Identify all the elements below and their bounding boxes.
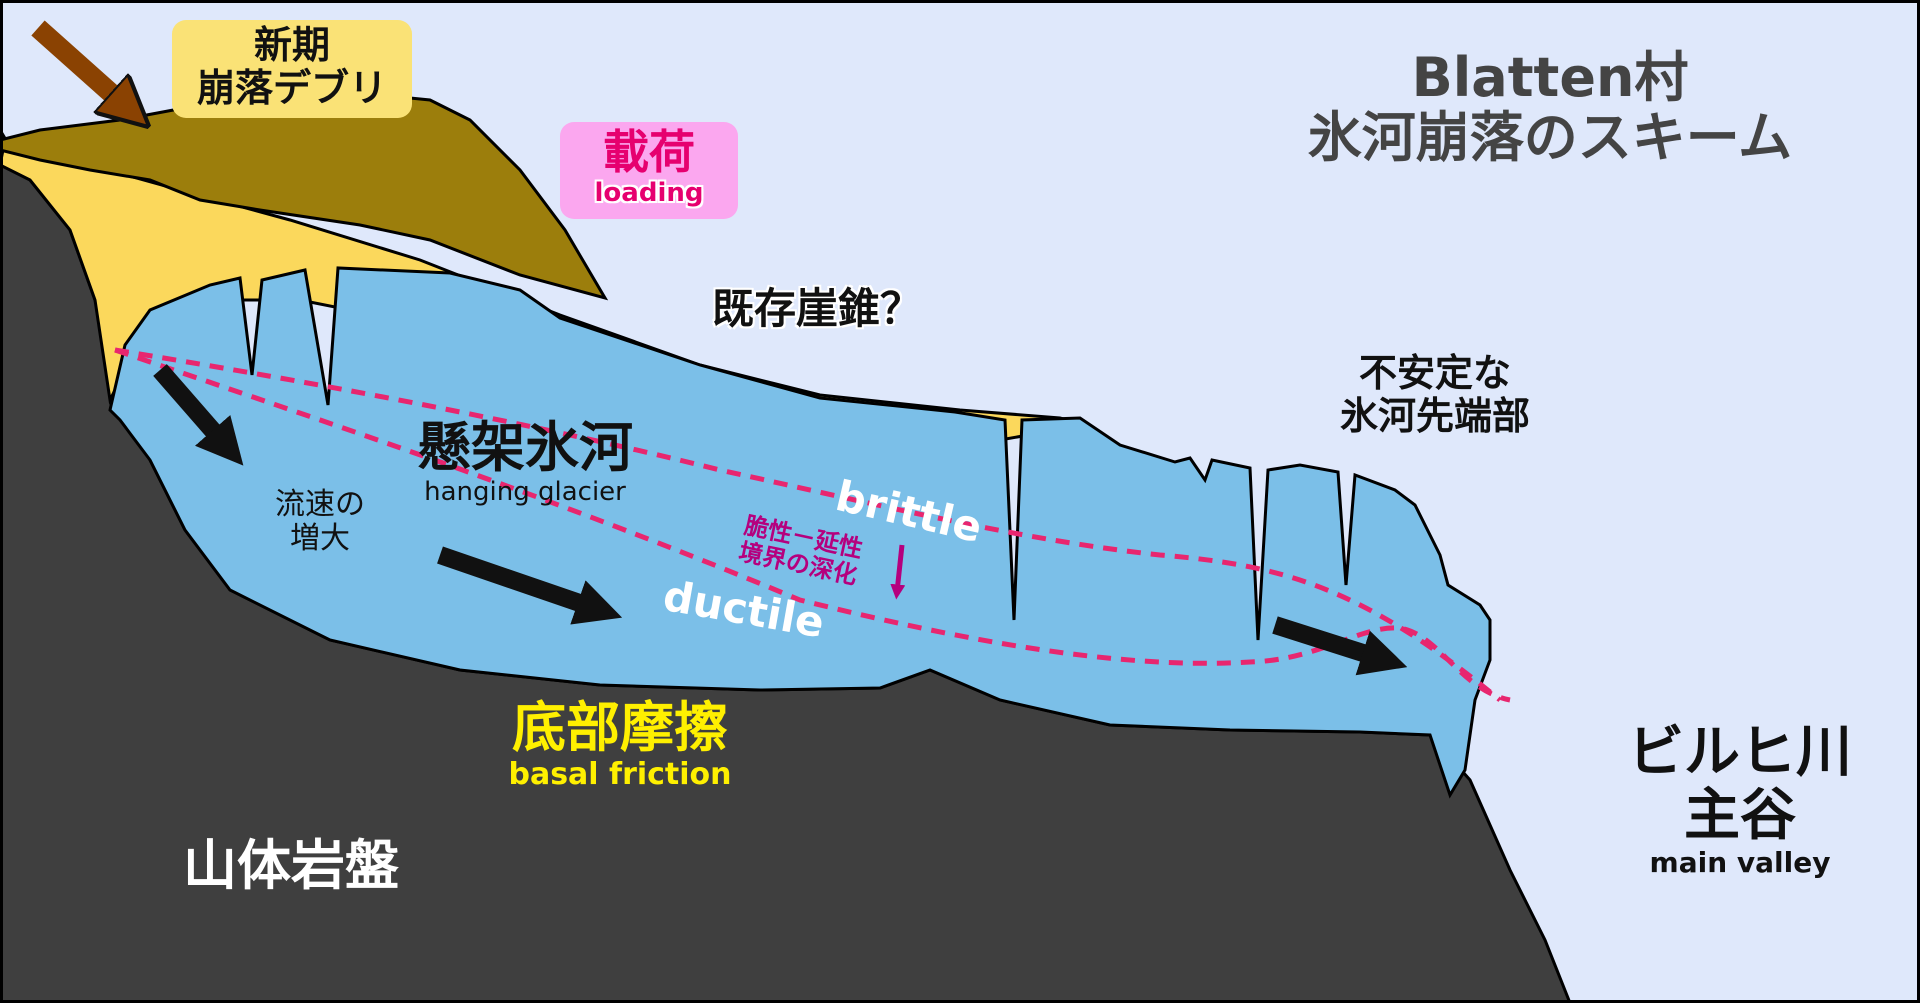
main-valley-line-2: 主谷 — [1684, 782, 1796, 848]
basal-friction-ja: 底部摩擦 — [512, 696, 728, 759]
diagram-title: Blatten村 氷河崩落のスキーム — [1270, 46, 1830, 170]
flow-arrow-3 — [1272, 616, 1408, 676]
unstable-front-label: 不安定な 氷河先端部 — [1310, 352, 1560, 437]
loading-label-ja: 載荷 — [603, 125, 695, 179]
speed-increase-line-1: 流速の — [275, 487, 365, 522]
debris-label-line-1: 新期 — [253, 23, 330, 67]
unstable-front-line-2: 氷河先端部 — [1339, 393, 1530, 438]
collapse-arrow — [31, 20, 130, 110]
main-valley-en: main valley — [1649, 846, 1831, 880]
loading-label-box — [560, 122, 738, 219]
boundary-line-deepened — [114, 347, 1511, 703]
debris-label: 新期 崩落デブリ — [172, 24, 412, 109]
speed-increase-label: 流速の 増大 — [245, 488, 395, 555]
unstable-front-line-1: 不安定な — [1358, 351, 1511, 395]
flow-arrow-2 — [437, 546, 623, 625]
title-line-2: 氷河崩落のスキーム — [1307, 106, 1793, 170]
hanging-glacier-ja: 懸架氷河 — [417, 416, 633, 479]
bedrock-label: 山体岩盤 — [183, 834, 399, 897]
flow-arrow-1 — [153, 364, 244, 466]
deepening-arrow — [890, 544, 906, 600]
main-valley-line-1: ビルヒ川 — [1628, 720, 1852, 785]
loading-label-en: loading — [594, 177, 704, 208]
basal-friction-label: 底部摩擦 basal friction — [475, 696, 765, 793]
debris-label-box — [172, 20, 412, 118]
speed-increase-line-2: 増大 — [290, 520, 350, 556]
talus-label: 既存崖錐？ — [712, 284, 923, 333]
debris-label-line-2: 崩落デブリ — [196, 65, 387, 110]
main-valley-label: ビルヒ川 主谷 main valley — [1600, 720, 1880, 880]
hanging-glacier-en: hanging glacier — [424, 477, 626, 508]
loading-label: 載荷 loading — [560, 125, 738, 208]
title-line-1: Blatten村 — [1411, 46, 1689, 109]
basal-friction-en: basal friction — [508, 757, 732, 793]
hanging-glacier-label: 懸架氷河 hanging glacier — [390, 416, 660, 508]
boundary-line-current — [114, 347, 1502, 702]
